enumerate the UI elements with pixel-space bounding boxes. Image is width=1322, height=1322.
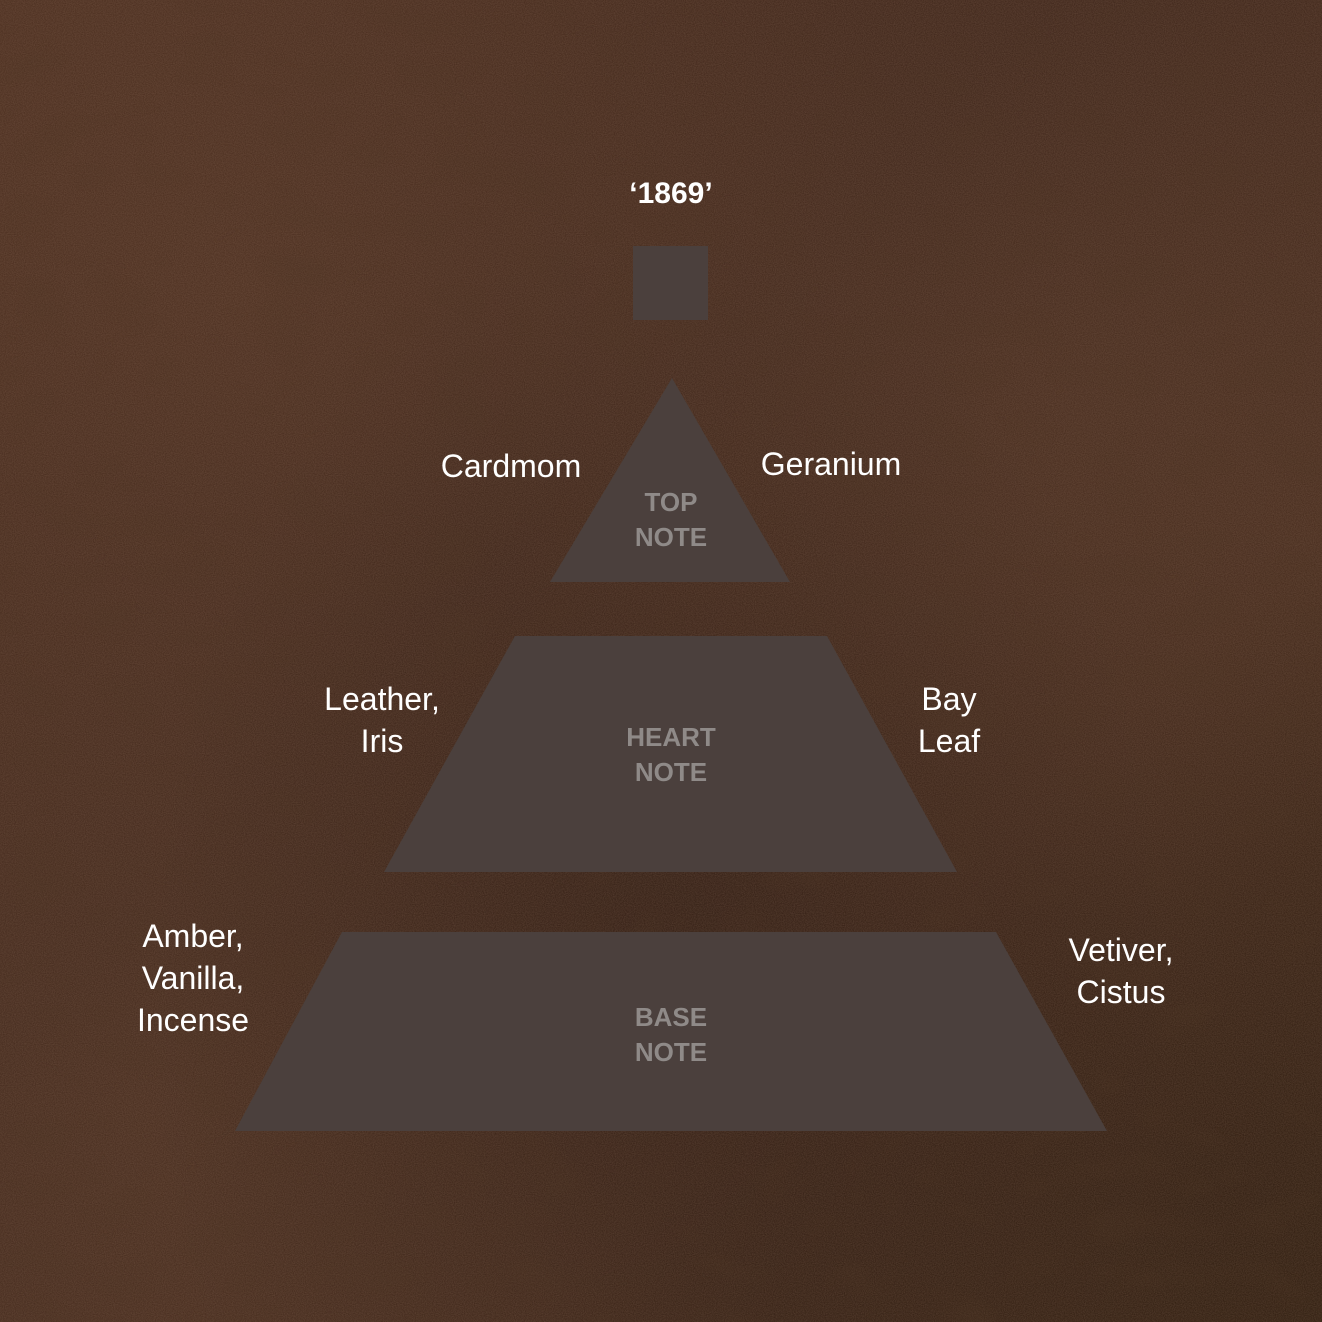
apex-square (633, 246, 708, 320)
heart-note-right-ingredients: Bay Leaf (917, 681, 981, 759)
base-note-trapezoid (235, 932, 1107, 1131)
heart-note-trapezoid (384, 636, 957, 872)
top-note-triangle (550, 378, 790, 582)
top-note-right-ingredients: Geranium (760, 446, 902, 482)
fragrance-title: ‘1869’ (629, 177, 713, 210)
top-note-label: TOP NOTE (634, 487, 708, 552)
heart-note-left-ingredients: Leather, Iris (324, 681, 440, 759)
top-note-left-ingredients: Cardmom (440, 448, 582, 484)
base-note-left-ingredients: Amber, Vanilla, Incense (136, 918, 250, 1038)
base-note-right-ingredients: Vetiver, Cistus (1068, 932, 1174, 1010)
heart-note-label: HEART NOTE (626, 722, 716, 787)
base-note-label: BASE NOTE (634, 1002, 708, 1067)
